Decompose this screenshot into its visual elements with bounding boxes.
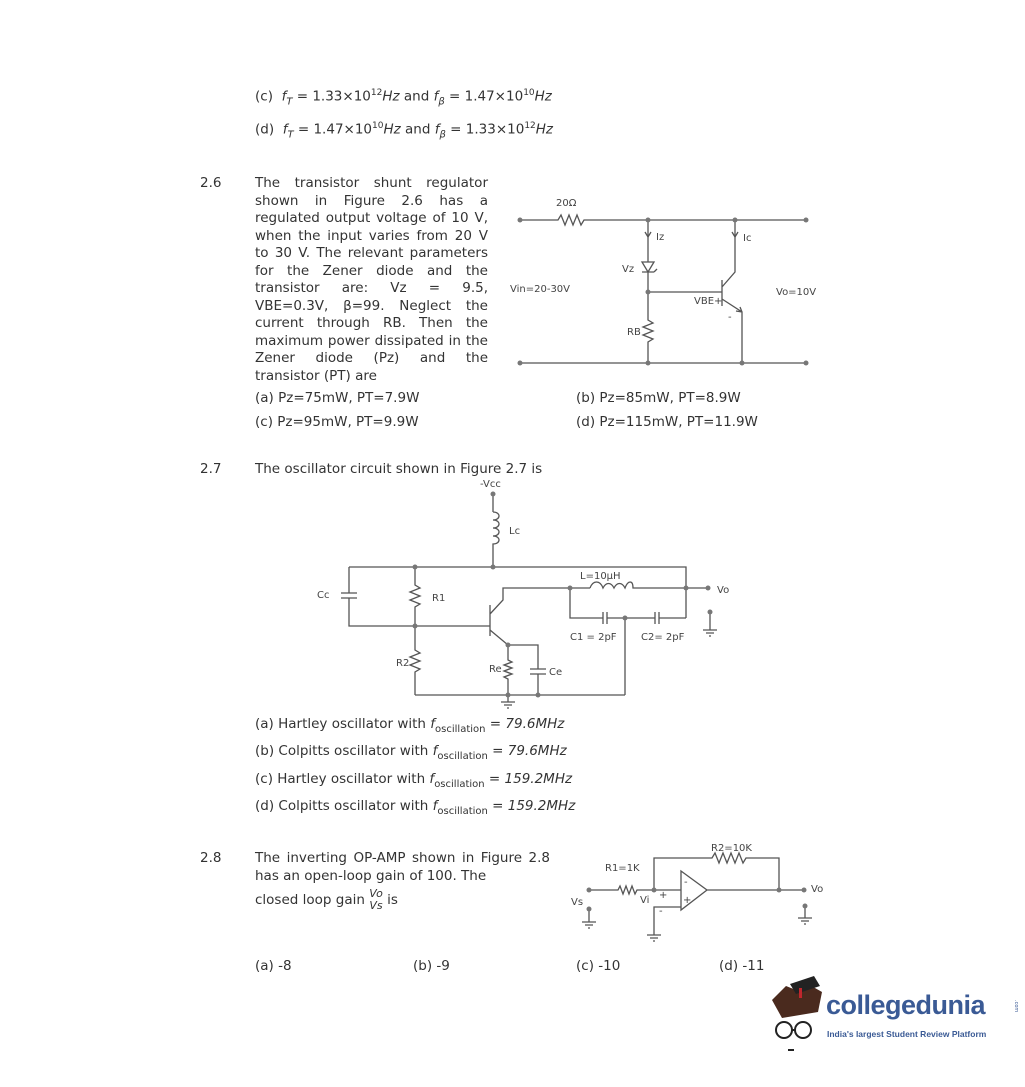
label-vi: Vi: [640, 895, 649, 906]
label-vz: Vz: [622, 264, 634, 275]
q28-option-a: (a) -8: [255, 958, 292, 974]
label-plus: +: [659, 890, 667, 901]
label-lc: Lc: [509, 526, 520, 537]
label-l: L=10μH: [580, 571, 621, 582]
opamp-noninverting-sign: +: [683, 895, 691, 906]
label-vbe: VBE+: [694, 296, 722, 307]
label-vo: Vo: [811, 884, 823, 895]
label-vo: Vo: [717, 585, 729, 596]
collegedunia-mascot-icon: [772, 976, 822, 1051]
label-ce: Ce: [549, 667, 562, 678]
q28-question-text: The inverting OP-AMP shown in Figure 2.8…: [255, 850, 550, 884]
figure-2-8-inverting-opamp: R1=1K R2=10K Vs Vi + - - + Vo: [571, 843, 823, 942]
q28-option-c: (c) -10: [576, 958, 621, 974]
q27-option-b: (b) Colpitts oscillator with foscillatio…: [255, 743, 567, 762]
logo-tagline: India's largest Student Review Platform: [827, 1029, 987, 1039]
label-c1: C1 = 2pF: [570, 632, 617, 643]
logo-com: .com: [1013, 1000, 1019, 1013]
collegedunia-logo: collegedunia: [826, 990, 986, 1020]
q28-option-d: (d) -11: [719, 958, 765, 974]
label-c2: C2= 2pF: [641, 632, 685, 643]
label-ic: Ic: [743, 233, 751, 244]
q27-option-a: (a) Hartley oscillator with foscillation…: [255, 716, 565, 735]
label-cc: Cc: [317, 590, 329, 601]
label-minus: -: [728, 312, 732, 323]
q26-option-a: (a) Pz=75mW, PT=7.9W: [255, 390, 420, 406]
figure-2-7-oscillator: -Vcc Lc Cc R1 R2 Re Ce L=10μH C1 = 2pF C…: [317, 479, 729, 709]
label-vs: Vs: [571, 897, 583, 908]
q26-option-c: (c) Pz=95mW, PT=9.9W: [255, 414, 419, 430]
q27-option-c: (c) Hartley oscillator with foscillation…: [255, 771, 573, 790]
q28-option-b: (b) -9: [413, 958, 450, 974]
q25-option-c: (c) fT = 1.33×1012Hz and fβ = 1.47×1010H…: [255, 88, 552, 108]
label-r2: R2=10K: [711, 843, 752, 854]
label-iz: Iz: [656, 232, 664, 243]
label-r1: R1=1K: [605, 863, 640, 874]
q28-number: 2.8: [200, 850, 222, 866]
q26-option-b: (b) Pz=85mW, PT=8.9W: [576, 390, 741, 406]
label-r1: R1: [432, 593, 445, 604]
q26-question-text: The transistor shunt regulator shown in …: [255, 175, 488, 384]
label-vin: Vin=20-30V: [510, 284, 570, 295]
q27-number: 2.7: [200, 461, 222, 477]
label-r2: R2: [396, 658, 409, 669]
q27-option-d: (d) Colpitts oscillator with foscillatio…: [255, 798, 576, 817]
figure-2-6-shunt-regulator: 20Ω Iz Ic Vz Vin=20-30V Vo=10V VBE+ - RB: [510, 198, 816, 366]
label-re: Re: [489, 664, 502, 675]
label-20ohm: 20Ω: [556, 198, 577, 209]
q26-number: 2.6: [200, 175, 222, 191]
q25-option-d: (d) fT = 1.47×1010Hz and fβ = 1.33×1012H…: [255, 121, 554, 141]
label-vo: Vo=10V: [776, 287, 816, 298]
label-minus: -: [659, 906, 663, 917]
q26-option-d: (d) Pz=115mW, PT=11.9W: [576, 414, 758, 430]
opamp-inverting-sign: -: [684, 877, 688, 888]
q27-question-text: The oscillator circuit shown in Figure 2…: [255, 461, 543, 477]
label-vcc: -Vcc: [480, 479, 501, 490]
label-rb: RB: [627, 327, 641, 338]
